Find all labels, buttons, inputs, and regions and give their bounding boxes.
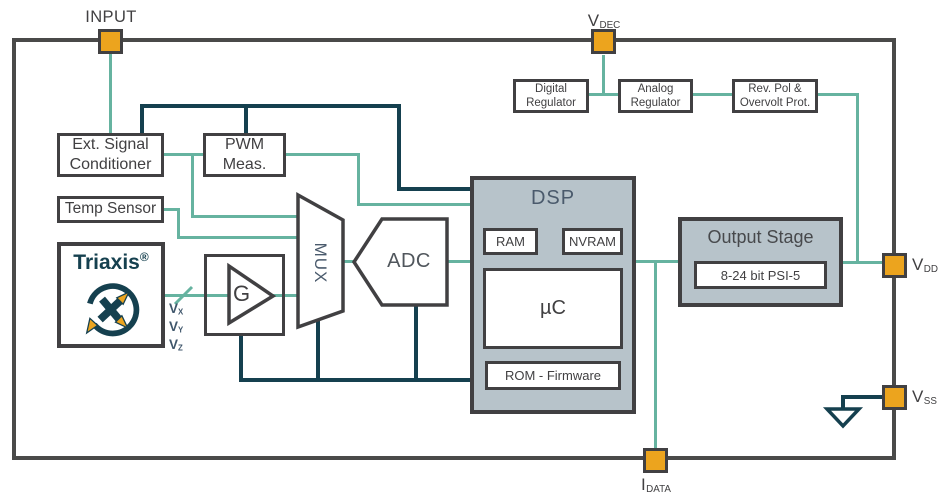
- dsp-title: DSP: [530, 187, 576, 209]
- adc-label: ADC: [387, 250, 431, 272]
- wire-adc-feedback: [414, 305, 418, 382]
- wire-outputstage-to-vdd: [843, 261, 884, 264]
- block-digital-regulator: Digital Regulator: [513, 79, 589, 113]
- pwm-line2: Meas.: [222, 156, 267, 173]
- wire-input-to-extsignal: [109, 54, 112, 134]
- mux-label: MUX: [311, 242, 330, 284]
- pin-vdec: [591, 29, 616, 54]
- pin-input: [98, 29, 123, 54]
- wire-anareg-revpol: [693, 93, 734, 96]
- ext-signal-line1: Ext. Signal: [72, 136, 149, 154]
- dsp-uc: µC: [483, 268, 623, 349]
- block-revpol-overvolt: Rev. Pol & Overvolt Prot.: [732, 79, 818, 113]
- pin-idata: [643, 448, 668, 473]
- wire-dsp-to-outputstage: [636, 260, 680, 263]
- ext-signal-line2: Conditioner: [69, 156, 152, 173]
- output-stage-psi: 8-24 bit PSI-5: [694, 261, 827, 289]
- wire-revpol-out: [818, 93, 859, 96]
- temp-sensor-label: Temp Sensor: [64, 200, 157, 218]
- wire-top-bus: [140, 104, 401, 108]
- wire-digreg-anareg: [589, 93, 620, 96]
- output-stage-title: Output Stage: [707, 227, 814, 247]
- dsp-ram: RAM: [483, 228, 538, 255]
- dsp-rom: ROM - Firmware: [485, 361, 621, 390]
- block-output-stage: Output Stage 8-24 bit PSI-5: [678, 217, 843, 307]
- wire-temp-to-mux: [177, 236, 300, 239]
- wire-feedback-bus: [239, 378, 472, 382]
- wire-pwm-out: [286, 153, 360, 156]
- gain-label: G: [233, 281, 251, 306]
- block-pwm-meas: PWM Meas.: [203, 133, 286, 177]
- vdec-pin-label: VDEC: [587, 11, 621, 31]
- ground-icon: [822, 407, 864, 429]
- wire-extsignal-pwm: [164, 153, 205, 156]
- wire-extsignal-branch-down: [191, 153, 194, 218]
- wire-gain-feedback: [239, 336, 243, 382]
- wire-temp-out: [164, 208, 180, 211]
- signal-vy-label: VY: [169, 319, 184, 335]
- chip-boundary: [12, 38, 896, 460]
- dsp-nvram: NVRAM: [562, 228, 623, 255]
- wire-top-bus-pwm: [244, 104, 248, 134]
- wire-mux-to-adc: [343, 260, 356, 263]
- vss-pin-label: VSS: [912, 387, 937, 407]
- block-dsp: DSP RAM NVRAM µC ROM - Firmware: [470, 176, 636, 414]
- wire-pwm-to-dsp: [357, 203, 472, 206]
- signal-vx-label: VX: [169, 301, 184, 317]
- wire-branch-to-mux: [191, 215, 300, 218]
- wire-vss-ground: [843, 395, 883, 399]
- registered-mark: ®: [139, 250, 149, 264]
- pin-vdd: [882, 253, 907, 278]
- wire-ground-stub: [841, 395, 845, 411]
- wire-adc-to-dsp: [447, 260, 472, 263]
- bus-slash-icon: [173, 285, 194, 306]
- signal-vz-label: VZ: [169, 337, 183, 353]
- gain-triangle-icon: [227, 262, 277, 327]
- triaxis-title: Triaxis®: [73, 250, 149, 274]
- pin-vss: [882, 385, 907, 410]
- wire-top-bus-down: [397, 104, 401, 191]
- wire-top-bus-extsignal: [140, 104, 144, 134]
- wire-idata-branch: [654, 260, 657, 449]
- block-analog-regulator: Analog Regulator: [618, 79, 693, 113]
- wire-vdec-stub: [602, 55, 605, 96]
- block-temp-sensor: Temp Sensor: [57, 196, 164, 223]
- input-pin-label: INPUT: [85, 8, 137, 26]
- block-triaxis: Triaxis®: [57, 242, 165, 348]
- mux-shape: [296, 192, 345, 330]
- adc-shape: [351, 217, 449, 307]
- wire-mux-feedback: [316, 318, 320, 382]
- wire-top-bus-to-dsp: [397, 187, 472, 191]
- pwm-line1: PWM: [224, 136, 265, 154]
- triaxis-logo-icon: [85, 282, 140, 336]
- idata-pin-label: IDATA: [641, 475, 671, 495]
- block-gain: G: [204, 254, 285, 336]
- block-ext-signal-conditioner: Ext. Signal Conditioner: [57, 133, 164, 177]
- vdd-pin-label: VDD: [912, 255, 938, 275]
- wire-temp-down: [177, 208, 180, 239]
- wire-revpol-down: [856, 93, 859, 264]
- wire-pwm-down: [357, 153, 360, 206]
